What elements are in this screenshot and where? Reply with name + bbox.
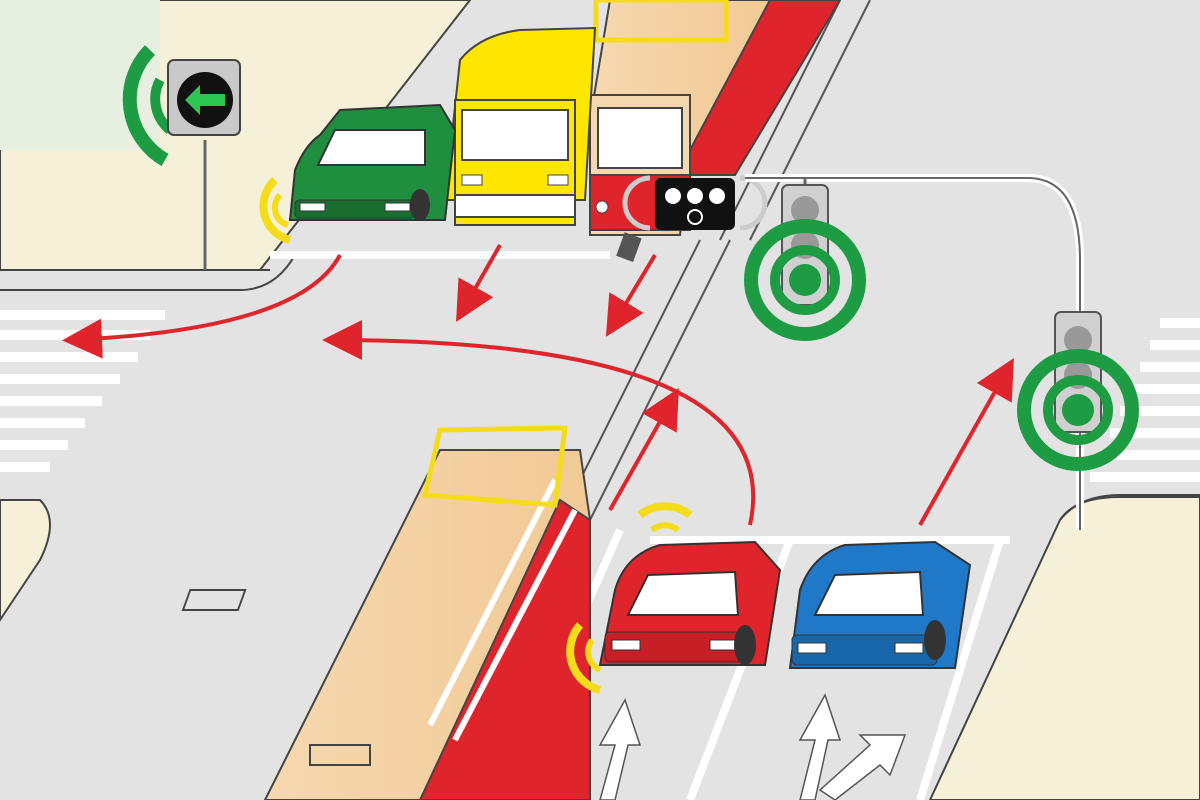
right-traffic-light [1017,311,1139,471]
red-car-signal-arcs [566,502,693,694]
road-markings [598,693,907,800]
green-car [288,103,457,221]
tram-signal [616,175,768,262]
road-edges [0,254,1200,521]
crosswalk-right [1090,318,1200,482]
direction-arrows [62,244,1014,526]
main-traffic-light [744,178,866,341]
yellow-van [443,26,597,226]
sidewalk-bottom-left [0,499,51,622]
sidewalk-top-right [1160,0,1200,290]
red-car [598,540,782,666]
blue-car [788,540,972,669]
tram-top [589,0,772,236]
tram-bottom [181,425,592,800]
left-turn-arrow-signal [122,45,241,270]
green-car-signal-arcs [259,177,292,244]
signal-mast-outline [745,177,1081,530]
